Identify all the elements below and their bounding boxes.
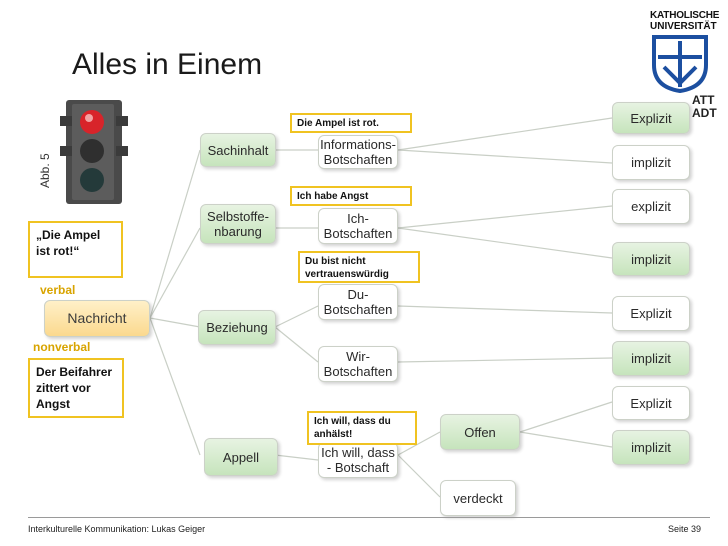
appell-box: Appell bbox=[204, 438, 278, 476]
wir-botschaften-box: Wir- Botschaften bbox=[318, 346, 398, 382]
beziehung-box: Beziehung bbox=[198, 310, 276, 345]
du-botschaften-box: Du- Botschaften bbox=[318, 284, 398, 320]
ich-botschaften-box: Ich- Botschaften bbox=[318, 208, 398, 244]
quote-box: „Die Ampel ist rot!“ bbox=[28, 221, 123, 278]
logo-partial-2: ADT bbox=[692, 106, 717, 120]
sachinhalt-box: Sachinhalt bbox=[200, 133, 276, 167]
annotation-ichwill: Ich will, dass du anhälst! bbox=[307, 411, 417, 445]
logo-partial-text: ATT ADT bbox=[692, 94, 717, 120]
traffic-light-image bbox=[60, 100, 128, 204]
explizit-box-2: explizit bbox=[612, 189, 690, 224]
logo-text-line2: UNIVERSITÄT bbox=[650, 21, 717, 32]
explizit-box-3: Explizit bbox=[612, 296, 690, 331]
logo-text-line1: KATHOLISCHE bbox=[650, 10, 720, 21]
annotation-angst: Ich habe Angst bbox=[290, 186, 412, 206]
figure-label: Abb. 5 bbox=[38, 153, 52, 188]
annotation-du: Du bist nicht vertrauenswürdig bbox=[298, 251, 420, 283]
footer-left: Interkulturelle Kommunikation: Lukas Gei… bbox=[28, 524, 206, 534]
beifahrer-box: Der Beifahrer zittert vor Angst bbox=[28, 358, 124, 418]
selbstoffenbarung-box: Selbstoffe- nbarung bbox=[200, 204, 276, 244]
ich-will-botschaft-box: Ich will, dass - Botschaft bbox=[318, 442, 398, 478]
footer-divider bbox=[28, 517, 710, 518]
implizit-box-4: implizit bbox=[612, 430, 690, 465]
explizit-box-4: Explizit bbox=[612, 386, 690, 420]
implizit-box-2: implizit bbox=[612, 242, 690, 276]
university-logo: KATHOLISCHE UNIVERSITÄT bbox=[650, 10, 720, 98]
verbal-label: verbal bbox=[40, 283, 76, 297]
informationsbotschaften-box: Informations- Botschaften bbox=[318, 135, 398, 169]
annotation-ampel: Die Ampel ist rot. bbox=[290, 113, 412, 133]
page-title: Alles in Einem bbox=[72, 48, 263, 81]
logo-partial-1: ATT bbox=[692, 93, 715, 107]
implizit-box-1: implizit bbox=[612, 145, 690, 180]
page-number: Seite 39 bbox=[668, 524, 702, 534]
implizit-box-3: implizit bbox=[612, 341, 690, 376]
verdeckt-box: verdeckt bbox=[440, 480, 516, 516]
nonverbal-label: nonverbal bbox=[33, 340, 91, 354]
nachricht-box: Nachricht bbox=[44, 300, 150, 337]
offen-box: Offen bbox=[440, 414, 520, 450]
logo-shield-icon bbox=[652, 35, 708, 94]
explizit-box-1: Explizit bbox=[612, 102, 690, 134]
